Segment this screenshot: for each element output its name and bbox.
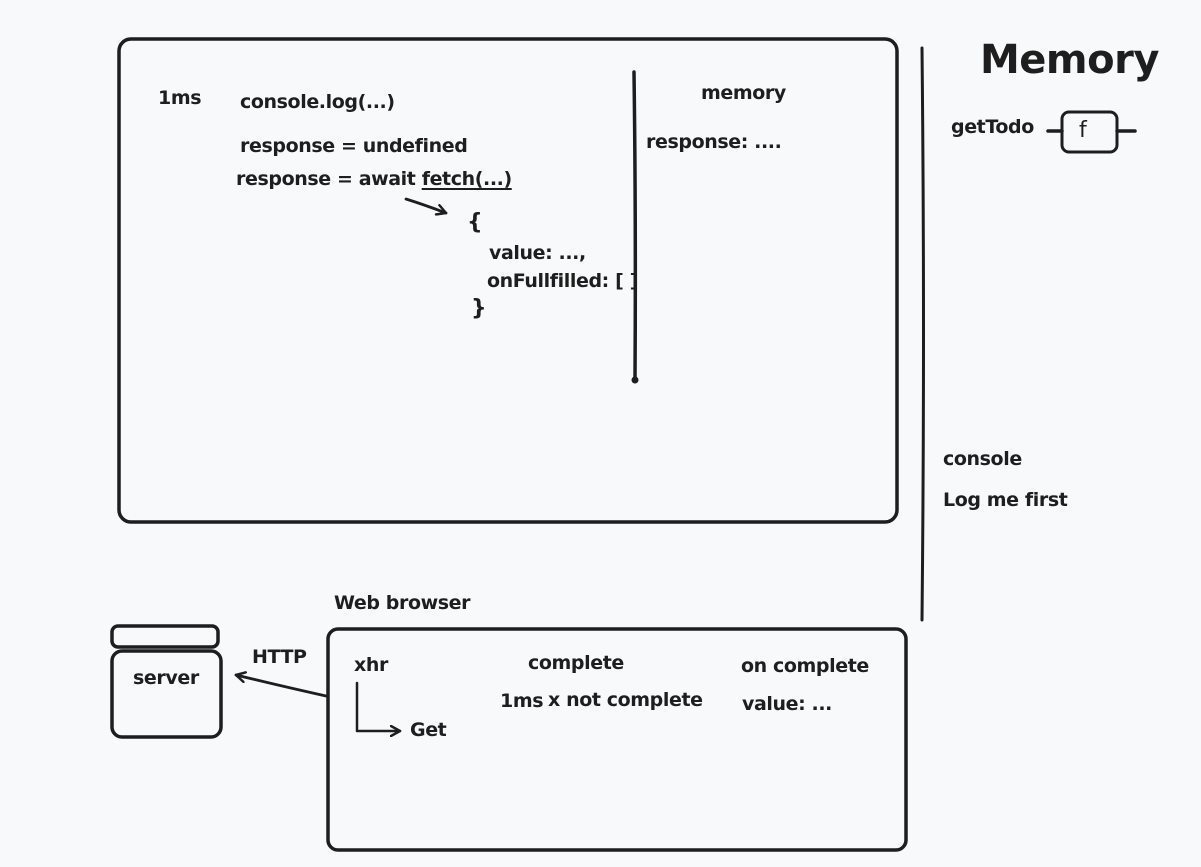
xhr-get-arrow — [355, 681, 402, 731]
local-memory-title: memory — [701, 82, 786, 104]
execution-context-box — [117, 37, 899, 524]
server-label: server — [133, 667, 199, 689]
frame-line-console-log: console.log(...) — [240, 91, 395, 113]
promise-field-onfullfilled: onFullfilled: [ ] — [487, 270, 638, 292]
on-complete-header: on complete — [741, 655, 869, 677]
http-arrow — [234, 675, 328, 698]
xhr-label: xhr — [354, 654, 388, 676]
on-complete-value: value: ... — [742, 693, 832, 715]
xhr-request-method: Get — [410, 719, 447, 741]
frame-line-await-fetch: response = await fetch(...) — [236, 170, 512, 189]
complete-header: complete — [528, 652, 624, 674]
promise-open-brace: { — [467, 210, 483, 235]
web-browser-label: Web browser — [334, 592, 471, 614]
fetch-to-promise-arrow — [404, 197, 448, 213]
memory-heading: Memory — [980, 37, 1159, 83]
await-prefix: response = await — [236, 168, 422, 190]
local-memory-divider-end — [631, 376, 639, 384]
local-memory-divider — [632, 70, 638, 382]
web-browser-box — [326, 627, 908, 852]
server-lid — [110, 624, 220, 649]
console-title: console — [943, 448, 1022, 470]
frame-time: 1ms — [158, 87, 202, 109]
completion-status: x not complete — [548, 689, 703, 711]
memory-divider — [920, 46, 925, 622]
frame-line-response-undefined: response = undefined — [240, 135, 468, 157]
server-body — [110, 649, 223, 739]
local-memory-entry: response: .... — [646, 131, 782, 153]
http-label: HTTP — [252, 646, 307, 668]
memory-entry-name: getTodo — [951, 116, 1034, 138]
function-chip-label: f — [1079, 118, 1087, 143]
promise-close-brace: } — [471, 296, 487, 321]
await-call: fetch(...) — [421, 168, 512, 190]
console-output-line: Log me first — [943, 489, 1068, 511]
function-chip — [1060, 110, 1119, 154]
browser-timer: 1ms — [500, 690, 544, 712]
promise-field-value: value: ..., — [489, 242, 586, 264]
